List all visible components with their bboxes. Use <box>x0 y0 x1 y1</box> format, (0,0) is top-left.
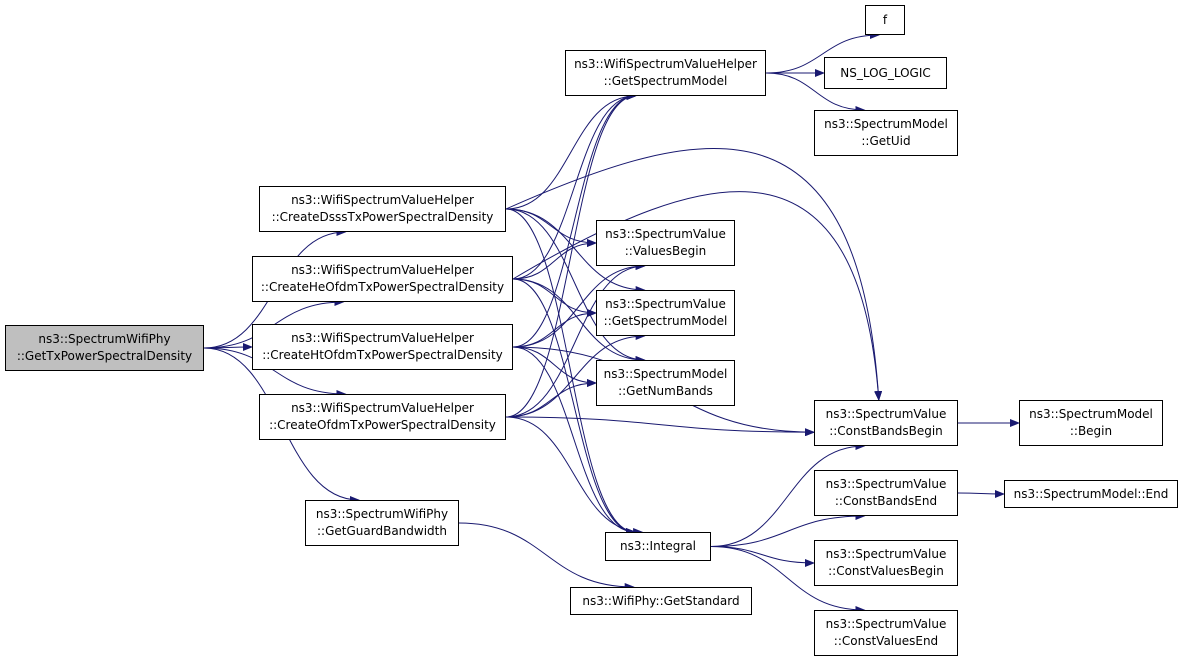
edge-he-integral <box>512 278 636 536</box>
node-begin[interactable]: ns3::SpectrumModel::Begin <box>1019 400 1163 446</box>
node-guard[interactable]: ns3::SpectrumWifiPhy::GetGuardBandwidth <box>305 500 459 546</box>
node-end[interactable]: ns3::SpectrumModel::End <box>1004 480 1178 508</box>
node-label: ns3::WifiSpectrumValueHelper <box>291 263 474 277</box>
edge-he-nb <box>512 278 646 364</box>
node-uid[interactable]: ns3::SpectrumModel::GetUid <box>814 110 958 156</box>
node-integral[interactable]: ns3::Integral <box>605 532 711 561</box>
edge-cbe-end <box>957 489 1005 498</box>
node-nslog[interactable]: NS_LOG_LOGIC <box>824 57 947 89</box>
edge-ofdm-nb <box>505 379 597 418</box>
node-label: ::CreateDsssTxPowerSpectralDensity <box>271 210 494 224</box>
node-label: ns3::WifiPhy::GetStandard <box>582 593 740 608</box>
node-label: f <box>882 12 888 27</box>
node-ht[interactable]: ns3::WifiSpectrumValueHelper::CreateHtOf… <box>252 324 513 370</box>
node-label: ::GetUid <box>861 134 911 148</box>
node-label: ns3::SpectrumValue <box>825 477 947 491</box>
node-label: ns3::SpectrumModel <box>1029 407 1153 421</box>
node-label: ns3::SpectrumValue <box>825 547 947 561</box>
node-label: ns3::WifiSpectrumValueHelper <box>291 193 474 207</box>
edge-ht-integral <box>512 346 636 536</box>
node-ofdm[interactable]: ns3::WifiSpectrumValueHelper::CreateOfdm… <box>259 394 506 440</box>
node-label: ::GetSpectrumModel <box>603 74 728 88</box>
node-label: ns3::SpectrumValue <box>605 297 726 311</box>
node-cbe[interactable]: ns3::SpectrumValue::ConstBandsEnd <box>814 470 958 516</box>
edge-he-cbb <box>512 191 883 401</box>
node-getsm[interactable]: ns3::WifiSpectrumValueHelper::GetSpectru… <box>565 50 766 96</box>
node-root[interactable]: ns3::SpectrumWifiPhy::GetTxPowerSpectral… <box>5 325 204 371</box>
edge-he-getsm <box>512 92 637 280</box>
node-f[interactable]: f <box>865 5 905 35</box>
node-std[interactable]: ns3::WifiPhy::GetStandard <box>570 587 752 615</box>
edge-guard-std <box>458 522 635 591</box>
node-vb[interactable]: ns3::SpectrumValue::ValuesBegin <box>596 220 735 266</box>
node-dsss[interactable]: ns3::WifiSpectrumValueHelper::CreateDsss… <box>259 186 506 232</box>
edge-ofdm-cbb <box>505 416 815 437</box>
edge-integral-cve <box>710 546 866 614</box>
edge-ht-getsm <box>512 92 637 348</box>
node-label: ::GetSpectrumModel <box>603 314 728 328</box>
edge-root-ofdm <box>203 347 347 398</box>
edge-dsss-nb <box>505 208 646 364</box>
node-nb[interactable]: ns3::SpectrumModel::GetNumBands <box>596 360 735 406</box>
node-label: ::GetTxPowerSpectralDensity <box>16 349 193 363</box>
node-label: ::GetNumBands <box>618 384 713 398</box>
node-label: ns3::SpectrumModel <box>824 117 948 131</box>
edge-integral-cbe <box>710 512 866 547</box>
edge-integral-cbb <box>710 442 866 547</box>
edge-integral-cvb <box>710 546 815 567</box>
edge-he-vb <box>512 239 597 280</box>
node-label: ns3::SpectrumModel::End <box>1013 486 1169 501</box>
edge-he-svgsm <box>512 278 597 317</box>
node-cvb[interactable]: ns3::SpectrumValue::ConstValuesBegin <box>814 540 958 586</box>
node-label: ::CreateHtOfdmTxPowerSpectralDensity <box>262 348 503 362</box>
node-label: ::ConstValuesBegin <box>828 564 944 578</box>
node-label: ::ConstBandsBegin <box>829 424 943 438</box>
edge-getsm-f <box>765 31 880 74</box>
node-label: ns3::SpectrumValue <box>825 407 947 421</box>
node-label: ns3::WifiSpectrumValueHelper <box>291 401 474 415</box>
edge-dsss-svgsm <box>505 208 646 294</box>
node-label: ::ConstBandsEnd <box>834 494 938 508</box>
node-label: ns3::SpectrumValue <box>825 617 947 631</box>
node-he[interactable]: ns3::WifiSpectrumValueHelper::CreateHeOf… <box>252 256 513 302</box>
node-label: ns3::SpectrumValue <box>605 227 726 241</box>
node-cbb[interactable]: ns3::SpectrumValue::ConstBandsBegin <box>814 400 958 446</box>
node-label: ns3::SpectrumWifiPhy <box>38 332 171 346</box>
node-label: ::ValuesBegin <box>624 244 707 258</box>
node-label: ::GetGuardBandwidth <box>317 524 447 538</box>
node-cve[interactable]: ns3::SpectrumValue::ConstValuesEnd <box>814 610 958 656</box>
node-label: ns3::WifiSpectrumValueHelper <box>574 57 757 71</box>
node-svgsm[interactable]: ns3::SpectrumValue::GetSpectrumModel <box>596 290 735 336</box>
node-label: ns3::WifiSpectrumValueHelper <box>291 331 474 345</box>
edge-ht-nb <box>512 346 597 387</box>
edge-dsss-integral <box>505 208 636 536</box>
node-label: ::Begin <box>1069 424 1113 438</box>
node-label: NS_LOG_LOGIC <box>840 65 931 80</box>
edge-dsss-getsm <box>505 92 637 210</box>
node-label: ns3::SpectrumWifiPhy <box>315 507 449 521</box>
edge-ofdm-getsm <box>505 92 637 418</box>
node-label: ::CreateOfdmTxPowerSpectralDensity <box>269 418 496 432</box>
node-label: ns3::Integral <box>619 539 697 553</box>
edge-getsm-uid <box>765 72 866 114</box>
node-label: ::CreateHeOfdmTxPowerSpectralDensity <box>260 280 505 294</box>
edge-ofdm-integral <box>505 416 644 536</box>
node-label: ns3::SpectrumModel <box>603 367 728 381</box>
node-label: ::ConstValuesEnd <box>833 634 939 648</box>
edge-ofdm-vb <box>505 262 646 418</box>
